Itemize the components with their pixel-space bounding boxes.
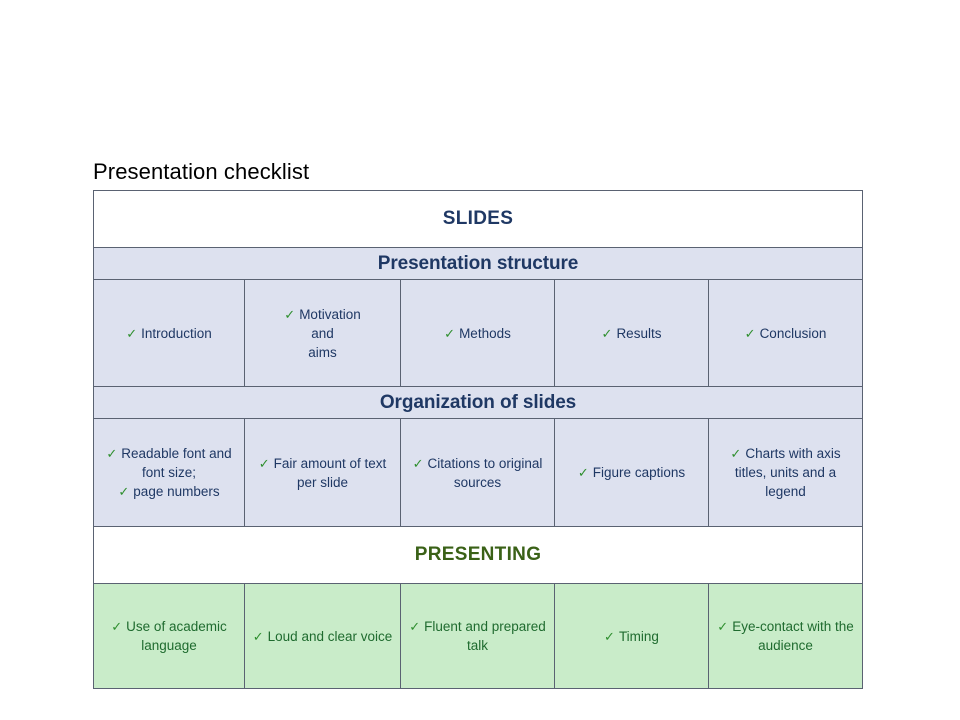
check-icon: ✓ bbox=[106, 446, 118, 461]
check-icon: ✓ bbox=[412, 455, 424, 471]
checklist-item-text: Timing bbox=[618, 628, 659, 644]
check-icon: ✓ bbox=[409, 619, 421, 634]
checklist-item-line: titles, units and a bbox=[734, 465, 837, 480]
checklist-item-line: ✓Figure captions bbox=[560, 463, 703, 482]
checklist-cell-methods[interactable]: ✓Methods bbox=[400, 279, 555, 387]
checklist-item-line: ✓Methods bbox=[406, 324, 549, 343]
checklist-item-text: Conclusion bbox=[759, 325, 827, 341]
check-icon: ✓ bbox=[126, 325, 138, 341]
section-banner-slides-row: SLIDES bbox=[92, 190, 864, 248]
checklist-item-line: ✓Introduction bbox=[99, 324, 239, 343]
checklist-cell-loud-and-clear-voice[interactable]: ✓Loud and clear voice bbox=[244, 583, 401, 689]
checklist-cell-figure-captions[interactable]: ✓Figure captions bbox=[554, 418, 709, 527]
checklist-cell-eye-contact[interactable]: ✓Eye-contact with the audience bbox=[707, 583, 864, 689]
checklist-item-line: ✓Use of academic bbox=[99, 617, 239, 636]
checklist-item-line: talk bbox=[466, 638, 488, 653]
checklist-cell-fluent-and-prepared-talk[interactable]: ✓Fluent and prepared talk bbox=[400, 583, 555, 689]
section-banner-presenting-label: PRESENTING bbox=[414, 544, 542, 565]
checklist-item-line: language bbox=[141, 638, 197, 653]
checklist-row-organization: ✓Readable font and font size; ✓page numb… bbox=[93, 418, 864, 527]
section-banner-presenting-row: PRESENTING bbox=[92, 526, 864, 584]
check-icon: ✓ bbox=[118, 484, 130, 499]
checklist-item-text: Figure captions bbox=[592, 465, 686, 480]
check-icon: ✓ bbox=[717, 619, 729, 634]
checklist-row-structure: ✓Introduction ✓Motivation and aims ✓Meth… bbox=[93, 279, 864, 387]
checklist-item-line: ✓Motivation bbox=[250, 305, 395, 324]
checklist-row-presenting: ✓Use of academic language ✓Loud and clea… bbox=[93, 583, 864, 689]
checklist-item-line: ✓Timing bbox=[560, 627, 703, 646]
section-banner-slides-cell: SLIDES bbox=[92, 190, 864, 248]
checklist-item-line: ✓Fair amount of text bbox=[250, 454, 395, 473]
checklist-cell-motivation-and-aims[interactable]: ✓Motivation and aims bbox=[244, 279, 401, 387]
section-banner-slides-label: SLIDES bbox=[442, 208, 514, 229]
checklist-item-line: ✓Citations to original bbox=[406, 454, 549, 473]
page-title: Presentation checklist bbox=[93, 159, 310, 184]
check-icon: ✓ bbox=[252, 628, 264, 644]
checklist-cell-results[interactable]: ✓Results bbox=[554, 279, 709, 387]
check-icon: ✓ bbox=[111, 619, 123, 634]
check-icon: ✓ bbox=[444, 325, 456, 341]
checklist-item-line: font size; bbox=[141, 465, 197, 480]
checklist-item-text: Introduction bbox=[141, 325, 212, 341]
checklist-item-text: Charts with axis bbox=[745, 446, 841, 461]
presentation-checklist-table: SLIDES Presentation structure ✓Introduct… bbox=[92, 190, 864, 689]
checklist-item-line: ✓Eye-contact with the bbox=[714, 617, 857, 636]
checklist-cell-academic-language[interactable]: ✓Use of academic language bbox=[93, 583, 245, 689]
check-icon: ✓ bbox=[604, 628, 615, 644]
subheader-organization-of-slides-cell: Organization of slides bbox=[92, 386, 864, 419]
subheader-presentation-structure-row: Presentation structure bbox=[92, 247, 864, 280]
checklist-item-text: Use of academic bbox=[126, 619, 227, 634]
checklist-cell-charts-with-axis[interactable]: ✓Charts with axis titles, units and a le… bbox=[707, 418, 864, 527]
subheader-presentation-structure-cell: Presentation structure bbox=[92, 247, 864, 280]
checklist-item-line: per slide bbox=[296, 474, 349, 490]
check-icon: ✓ bbox=[744, 325, 756, 341]
subheader-organization-of-slides-row: Organization of slides bbox=[92, 386, 864, 419]
checklist-cell-citations[interactable]: ✓Citations to original sources bbox=[400, 418, 555, 527]
checklist-item-text: Loud and clear voice bbox=[267, 628, 393, 644]
checklist-item-line: ✓Readable font and bbox=[99, 444, 239, 463]
checklist-item-text: Citations to original bbox=[427, 455, 543, 471]
checklist-item-text: Results bbox=[616, 325, 662, 341]
checklist-item-line: legend bbox=[765, 484, 806, 499]
subheader-presentation-structure-label: Presentation structure bbox=[377, 252, 579, 274]
subheader-organization-of-slides-label: Organization of slides bbox=[379, 391, 577, 413]
checklist-item-line: ✓Results bbox=[560, 324, 703, 343]
checklist-item-line: and bbox=[311, 325, 334, 341]
checklist-cell-conclusion[interactable]: ✓Conclusion bbox=[707, 279, 864, 387]
checklist-item-line: ✓Charts with axis bbox=[714, 444, 857, 463]
checklist-item-line: ✓Loud and clear voice bbox=[250, 627, 395, 646]
checklist-item-text: Fluent and prepared bbox=[424, 619, 546, 634]
checklist-item-line: ✓Fluent and prepared bbox=[406, 617, 549, 636]
checklist-cell-timing[interactable]: ✓Timing bbox=[554, 583, 709, 689]
checklist-item-text: Methods bbox=[459, 325, 511, 341]
check-icon: ✓ bbox=[284, 306, 296, 322]
checklist-item-text: Readable font and bbox=[121, 446, 232, 461]
check-icon: ✓ bbox=[577, 465, 589, 480]
checklist-item-line: audience bbox=[758, 638, 813, 653]
checklist-cell-readable-font[interactable]: ✓Readable font and font size; ✓page numb… bbox=[93, 418, 245, 527]
check-icon: ✓ bbox=[601, 325, 613, 341]
check-icon: ✓ bbox=[258, 455, 270, 471]
checklist-item-line: ✓Conclusion bbox=[714, 324, 857, 343]
check-icon: ✓ bbox=[730, 446, 742, 461]
checklist-item-line: sources bbox=[453, 474, 502, 490]
checklist-cell-fair-amount-of-text[interactable]: ✓Fair amount of text per slide bbox=[244, 418, 401, 527]
checklist-item-text: page numbers bbox=[133, 484, 220, 499]
checklist-item-line: ✓page numbers bbox=[99, 482, 239, 501]
checklist-item-line: aims bbox=[308, 344, 337, 360]
checklist-item-text: Eye-contact with the bbox=[732, 619, 854, 634]
checklist-cell-introduction[interactable]: ✓Introduction bbox=[93, 279, 245, 387]
checklist-item-text: Motivation bbox=[299, 306, 361, 322]
section-banner-presenting-cell: PRESENTING bbox=[92, 526, 864, 584]
checklist-item-text: Fair amount of text bbox=[273, 455, 387, 471]
